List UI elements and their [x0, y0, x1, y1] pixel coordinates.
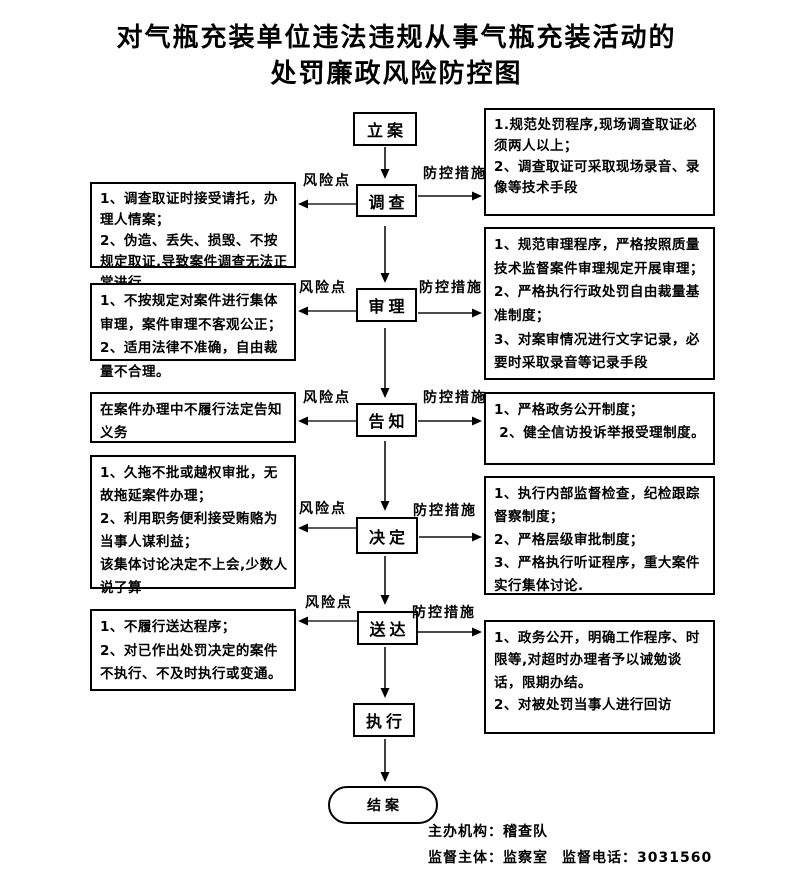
- risk-point-label-3: 风险点: [303, 390, 351, 406]
- footer-supervisor: 监督主体：监察室: [428, 850, 548, 866]
- control-measure-label-3: 防控措施: [423, 390, 487, 406]
- control-measure-label-5: 防控措施: [412, 605, 476, 621]
- stage-node-investigation: 调查: [356, 184, 417, 217]
- measure-box-review: 1、规范审理程序，严格按照质量技术监督案件审理规定开展审理； 2、严格执行行政处…: [484, 227, 715, 380]
- risk-point-label-1: 风险点: [303, 173, 351, 189]
- page-title-line1: 对气瓶充装单位违法违规从事气瓶充装活动的: [116, 23, 677, 53]
- stage-node-execution: 执行: [353, 703, 415, 737]
- risk-box-review: 1、不按规定对案件进行集体审理，案件审理不客观公正； 2、适用法律不准确，自由裁…: [90, 283, 296, 380]
- page-title-line2: 处罚廉政风险防控图: [270, 59, 523, 89]
- stage-node-delivery: 送达: [357, 611, 418, 645]
- stage-node-case-closed: 结案: [328, 786, 438, 824]
- page-title: 对气瓶充装单位违法违规从事气瓶充装活动的 处罚廉政风险防控图: [0, 20, 793, 92]
- stage-node-notification: 告知: [356, 403, 417, 437]
- footer-phone: 监督电话：3031560: [562, 850, 713, 866]
- measure-box-decision: 1、执行内部监督检查，纪检跟踪督察制度； 2、严格层级审批制度； 3、严格执行听…: [484, 476, 715, 595]
- footer-host-org: 主办机构：稽查队: [428, 824, 548, 840]
- risk-point-label-4: 风险点: [299, 501, 347, 517]
- risk-box-delivery: 1、不履行送达程序； 2、对已作出处罚决定的案件不执行、不及时执行或变通。: [90, 609, 296, 691]
- stage-node-filing: 立案: [353, 112, 417, 146]
- risk-box-investigation: 1、调查取证时接受请托，办理人情案； 2、伪造、丢失、损毁、不按规定取证,导致案…: [90, 182, 296, 291]
- control-measure-label-4: 防控措施: [413, 503, 477, 519]
- risk-point-label-2: 风险点: [299, 280, 347, 296]
- risk-point-label-5: 风险点: [305, 595, 353, 611]
- stage-node-decision: 决定: [356, 517, 418, 554]
- measure-box-delivery: 1、政务公开，明确工作程序、时限等,对超时办理者予以诫勉谈话，限期办结。 2、对…: [484, 620, 715, 734]
- risk-box-decision: 1、久拖不批或越权审批，无故拖延案件办理； 2、利用职务便利接受贿赂为当事人谋利…: [90, 455, 296, 596]
- stage-node-review: 审理: [356, 288, 417, 322]
- measure-box-investigation: 1.规范处罚程序,现场调查取证必须两人以上； 2、调查取证可采取现场录音、录像等…: [484, 108, 715, 216]
- risk-box-notification: 在案件办理中不履行法定告知义务: [90, 392, 296, 443]
- control-measure-label-1: 防控措施: [423, 166, 487, 182]
- control-measure-label-2: 防控措施: [419, 280, 483, 296]
- measure-box-notification: 1、严格政务公开制度； 2、健全信访投诉举报受理制度。: [484, 392, 715, 465]
